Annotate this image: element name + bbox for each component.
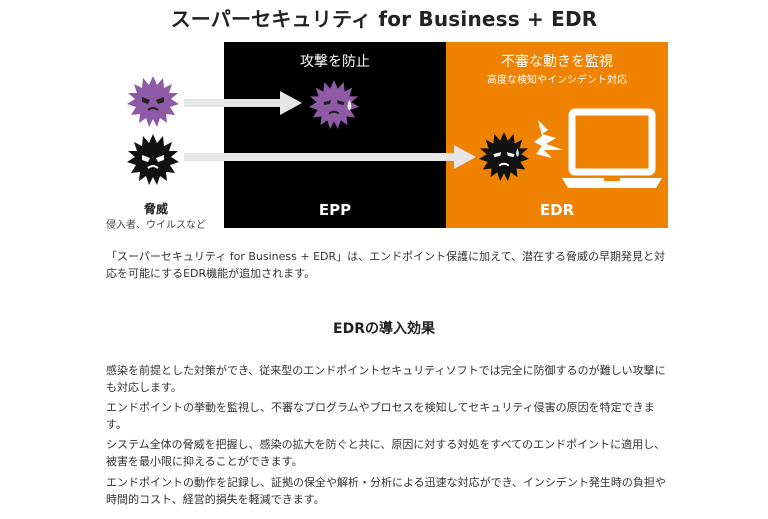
effect-item: エンドポイントの動作を記録し、証拠の保全や解析・分析による迅速な対応ができ、イン… xyxy=(106,476,666,506)
epp-panel: 攻撃を防止 EPP xyxy=(224,42,446,228)
edr-heading: 不審な動きを監視 xyxy=(501,54,613,70)
effect-item: エンドポイントの挙動を監視し、不審なプログラムやプロセスを検知してセキュリティ侵… xyxy=(106,401,655,431)
effect-item: 感染を前提とした対策ができ、従来型のエンドポイントセキュリティソフトでは完全に防… xyxy=(106,364,666,394)
edr-panel: 不審な動きを監視 高度な検知やインシデント対応 EDR xyxy=(446,42,668,228)
black-virus-icon xyxy=(127,134,179,185)
arrow-to-epp xyxy=(184,91,302,115)
arrow-to-edr xyxy=(184,145,476,169)
threat-sublabel: 侵入者、ウイルスなど xyxy=(106,220,206,231)
edr-subheading: 高度な検知やインシデント対応 xyxy=(487,75,627,86)
effects-title: EDRの導入効果 xyxy=(333,321,435,337)
purple-virus-icon xyxy=(127,76,179,127)
alert-burst-icon xyxy=(534,120,564,158)
blocked-virus-icon xyxy=(308,79,360,130)
page-title: スーパーセキュリティ for Business + EDR xyxy=(170,7,598,31)
laptop-icon xyxy=(562,108,662,188)
edr-label: EDR xyxy=(539,201,575,219)
epp-heading: 攻撃を防止 xyxy=(300,54,370,70)
intro-text: 「スーパーセキュリティ for Business + EDR」は、エンドポイント… xyxy=(106,250,666,280)
threat-label: 脅威 xyxy=(143,202,168,216)
effect-item: システム全体の脅威を把握し、感染の拡大を防ぐと共に、原因に対する対処をすべてのエ… xyxy=(106,438,666,468)
epp-label: EPP xyxy=(318,201,352,219)
detected-virus-icon xyxy=(478,131,530,182)
